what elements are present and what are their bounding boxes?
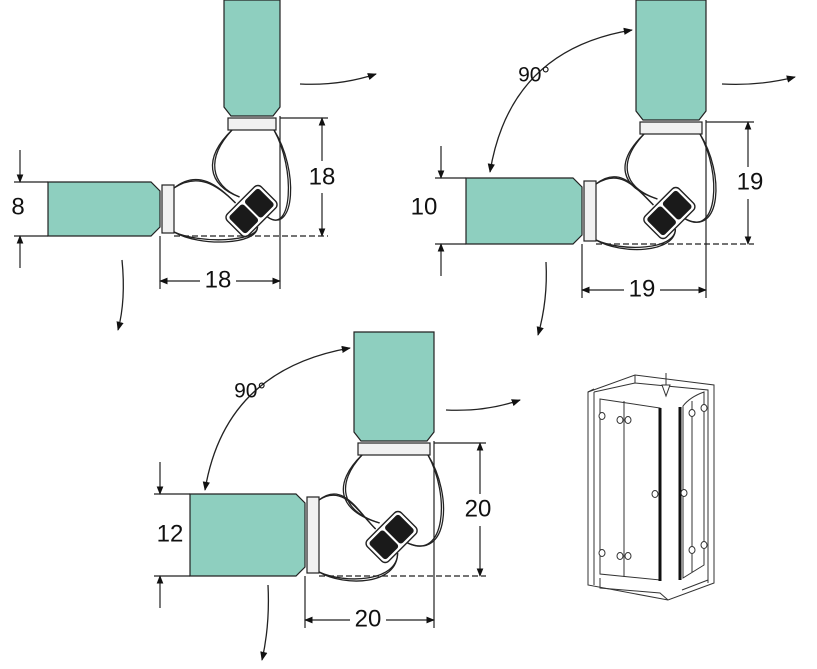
hinge [688,409,696,417]
horizontal-glass-panel [47,181,161,237]
seal-clip-horizontal [583,180,597,242]
hinge [700,541,708,549]
seal-clip-vertical [227,117,277,131]
hinge [624,416,632,424]
magnet-block [244,188,274,218]
magnet-housing [225,184,278,238]
angle-label: 90° [518,64,550,87]
seal-fin-inner [214,129,240,198]
shower-cabin-illustration [587,373,715,601]
hinge [624,552,632,560]
hinge [651,490,659,498]
horizontal-glass-panel [465,177,583,245]
seal-fin-outer [173,226,259,241]
seal-fin-inner [624,133,658,200]
vertical-glass-panel [223,0,281,117]
magnet-block [662,190,692,220]
seal-fin-inner [626,133,658,200]
seal-clip-vertical [357,442,431,456]
magnet-housing [365,510,418,564]
depth-label: 19 [737,168,764,195]
hinge [598,549,606,557]
door-swing-arrow [536,261,547,336]
angle-arc [202,345,351,491]
magnet-block [647,206,676,236]
magnetic-strip [365,510,418,564]
seal-clip-horizontal [161,184,175,234]
hinge [688,546,696,554]
shower-tray [599,578,709,601]
vertical-glass-panel [353,331,435,442]
width-label: 20 [355,605,382,632]
magnet-block [229,204,259,234]
seal-fin-outer [685,133,717,223]
width-label: 18 [205,266,232,293]
hinge [598,412,606,420]
seal-fin-inner [595,177,654,206]
angle-arc [487,27,633,173]
seal-fin-inner [173,180,236,204]
depth-label: 20 [465,495,492,522]
width-label: 19 [629,275,656,302]
wall-edge [587,375,709,583]
depth-label: 18 [309,163,336,190]
seal-diagram-8mm [14,0,377,331]
magnetic-strip [225,184,278,238]
door-swing-arrow [116,259,124,331]
glass-thickness-label: 8 [11,193,24,220]
magnet-block [369,530,399,560]
seal-clip-vertical [639,121,703,135]
seal-fin-inner [318,493,377,530]
seal-fin-outer [267,129,292,221]
seal-fin-inner [211,129,240,198]
vertical-glass-panel [635,0,707,121]
door-swing-arrow [721,75,796,85]
seal-fin-outer [407,454,445,547]
hinge [616,416,624,424]
door-panel-right [682,391,705,579]
hinge [680,489,688,497]
glass-thickness-label: 10 [411,193,438,220]
seal-diagram-12mm [154,331,521,661]
seal-fin-inner [173,178,236,204]
cabin-frame [587,374,715,601]
magnetic-strip [643,186,696,240]
top-view-arrow-head [661,384,671,398]
magnet-block [385,514,414,544]
door-swing-arrow [260,584,270,661]
angle-label: 90° [234,380,266,403]
hinge [616,552,624,560]
magnet-housing [643,186,696,240]
seal-clip-horizontal [306,496,320,574]
glass-thickness-label: 12 [157,520,184,547]
hinge [700,404,708,412]
seal-fin-inner [342,454,380,524]
seal-fin-inner [595,176,654,206]
horizontal-glass-panel [189,493,306,577]
door-swing-arrow [445,399,521,411]
seal-fin-inner [318,494,377,530]
door-swing-arrow [299,73,377,85]
seal-diagram-10mm [435,0,796,336]
seal-fin-inner [345,454,380,524]
